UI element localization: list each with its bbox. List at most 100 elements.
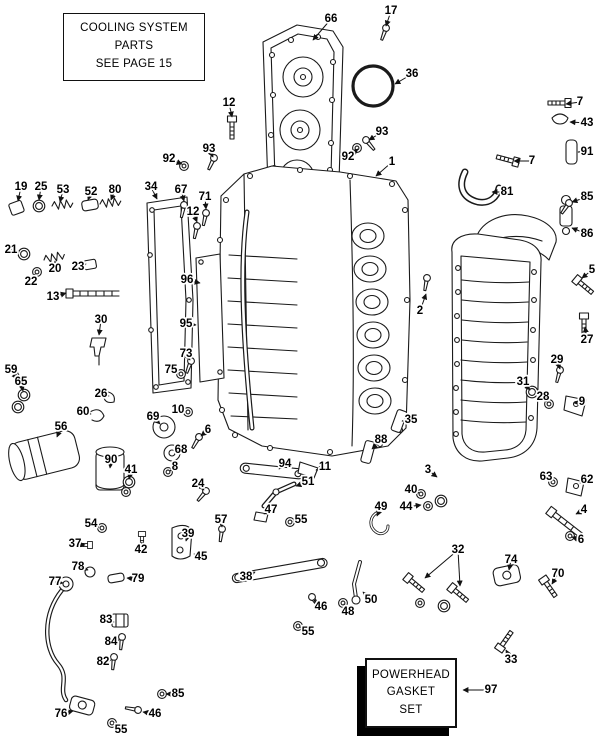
callout-leader-44 [405, 502, 422, 509]
part-number-29: 29 [551, 354, 564, 366]
callout-leader-13 [52, 291, 67, 298]
callout-leader-90 [107, 459, 114, 469]
part-number-84: 84 [105, 636, 118, 648]
callout-leader-25 [36, 186, 43, 201]
callout-leader-67 [179, 189, 186, 202]
callout-leader-7 [565, 100, 581, 107]
part-number-92: 92 [342, 151, 355, 163]
front-cover-plate [146, 196, 225, 394]
callout-leader-92 [168, 158, 183, 165]
callout-leader-86 [571, 227, 588, 235]
part-number-37: 37 [69, 538, 82, 550]
part-number-76: 76 [55, 708, 68, 720]
part-number-67: 67 [175, 184, 188, 196]
callout-leader-78 [77, 565, 89, 572]
part-number-53: 53 [57, 184, 70, 196]
callout-leader-46 [313, 599, 322, 608]
part-number-50: 50 [365, 594, 378, 606]
callout-leader-95 [185, 321, 197, 328]
powerhead-gasket-box: POWERHEAD GASKET SET [365, 658, 457, 728]
callout-leader-73 [184, 353, 191, 361]
callout-leader-55 [292, 517, 302, 524]
part-number-96: 96 [181, 274, 194, 286]
callout-leader-46 [142, 709, 156, 716]
part-number-85: 85 [581, 191, 594, 203]
part-number-68: 68 [175, 444, 188, 456]
part-number-86: 86 [581, 228, 594, 240]
callout-leader-88 [371, 439, 382, 450]
callout-leader-82 [102, 658, 112, 665]
part-number-12: 12 [223, 97, 236, 109]
part-number-23: 23 [72, 261, 85, 273]
callout-leader-93 [368, 131, 383, 141]
callout-leader-76 [60, 709, 74, 716]
callout-leader-32 [424, 549, 459, 579]
part-number-7: 7 [529, 155, 535, 167]
part-number-6: 6 [205, 424, 211, 436]
part-number-47: 47 [265, 504, 278, 516]
callout-leader-37 [74, 541, 86, 548]
part-number-36: 36 [406, 68, 419, 80]
part-number-85: 85 [172, 688, 185, 700]
part-number-93: 93 [203, 143, 216, 155]
part-number-35: 35 [405, 414, 418, 426]
callout-leader-94 [278, 463, 286, 470]
callout-leader-8 [169, 465, 177, 472]
part-number-66: 66 [325, 13, 338, 25]
part-number-42: 42 [135, 544, 148, 556]
callout-leader-27 [582, 326, 589, 341]
part-number-11: 11 [319, 461, 332, 473]
callout-leader-84 [110, 638, 120, 645]
callout-leader-74 [507, 559, 514, 571]
sensor-cluster [8, 113, 583, 538]
callout-leader-70 [551, 573, 559, 585]
callout-leader-4 [575, 508, 585, 515]
part-number-93: 93 [376, 126, 389, 138]
part-number-51: 51 [302, 476, 315, 488]
part-number-88: 88 [375, 434, 388, 446]
shift-linkage [231, 461, 362, 605]
callout-leader-33 [505, 649, 512, 661]
callout-leader-24 [197, 483, 205, 491]
part-number-27: 27 [581, 334, 594, 346]
callout-leader-30 [96, 319, 103, 336]
part-number-7: 7 [577, 96, 583, 108]
part-number-91: 91 [581, 146, 594, 158]
callout-leader-50 [362, 591, 372, 601]
callout-leader-26 [100, 391, 110, 398]
callout-leader-55 [299, 626, 309, 633]
part-number-19: 19 [15, 181, 28, 193]
part-number-63: 63 [540, 471, 553, 483]
callout-leader-31 [522, 381, 531, 391]
part-number-90: 90 [105, 454, 118, 466]
mount-bracket [171, 524, 193, 560]
callout-leader-36 [394, 73, 413, 85]
part-number-12: 12 [187, 206, 200, 218]
part-number-65: 65 [15, 376, 28, 388]
part-number-21: 21 [5, 244, 18, 256]
callout-leader-32 [456, 549, 463, 587]
part-number-49: 49 [375, 501, 388, 513]
part-number-3: 3 [425, 464, 431, 476]
part-number-80: 80 [109, 184, 122, 196]
callout-leader-45 [193, 553, 202, 559]
part-number-48: 48 [342, 606, 355, 618]
part-number-69: 69 [147, 411, 160, 423]
part-number-22: 22 [25, 276, 38, 288]
callout-leader-17 [384, 10, 392, 27]
o-ring-seal [351, 64, 395, 108]
part-number-10: 10 [172, 404, 185, 416]
part-number-13: 13 [47, 291, 60, 303]
callout-leader-35 [401, 417, 412, 424]
part-number-59: 59 [5, 364, 18, 376]
callout-leader-63 [545, 475, 553, 482]
callout-leader-43 [569, 119, 588, 126]
part-number-24: 24 [192, 478, 205, 490]
callout-leader-71 [202, 196, 209, 210]
part-number-1: 1 [389, 156, 396, 168]
gasket-box-line1: POWERHEAD [371, 669, 451, 682]
callout-leader-48 [343, 603, 350, 613]
gasket-box-line3: SET [399, 703, 423, 716]
